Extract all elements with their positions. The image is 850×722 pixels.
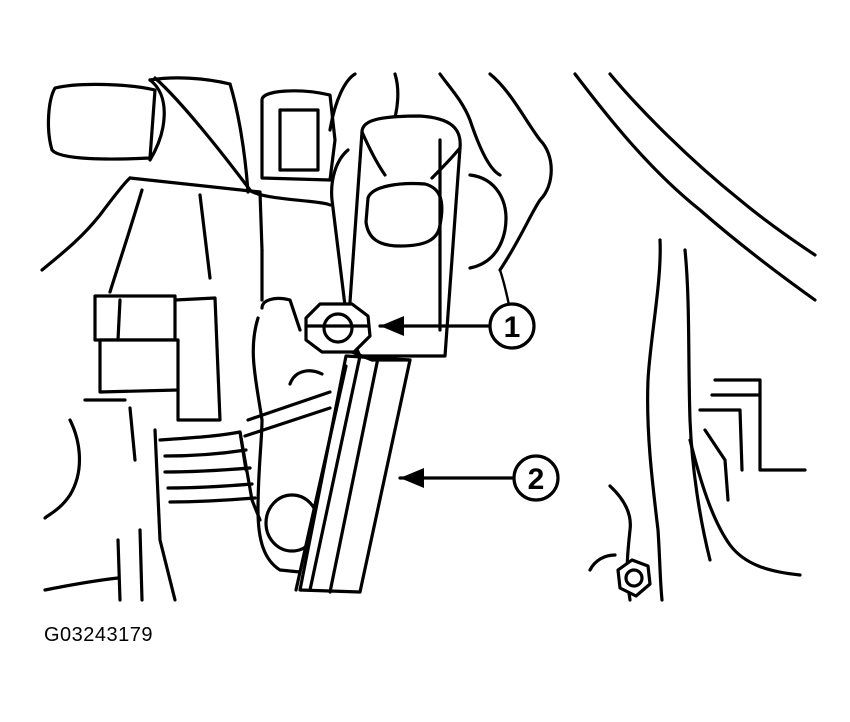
callout-2-circle xyxy=(512,454,560,502)
callout-2-arrowhead xyxy=(400,468,424,488)
callout-1: 1 xyxy=(378,302,536,350)
figure-id-label: G03243179 xyxy=(44,624,154,646)
pedal-arm-assembly xyxy=(294,114,462,594)
callout-1-number: 1 xyxy=(504,311,521,344)
callout-1-circle xyxy=(488,302,536,350)
callout-2-number: 2 xyxy=(528,463,545,496)
background-housing-linework xyxy=(40,72,817,602)
callout-2: 2 xyxy=(398,454,560,502)
callout-1-arrowhead xyxy=(380,316,404,336)
